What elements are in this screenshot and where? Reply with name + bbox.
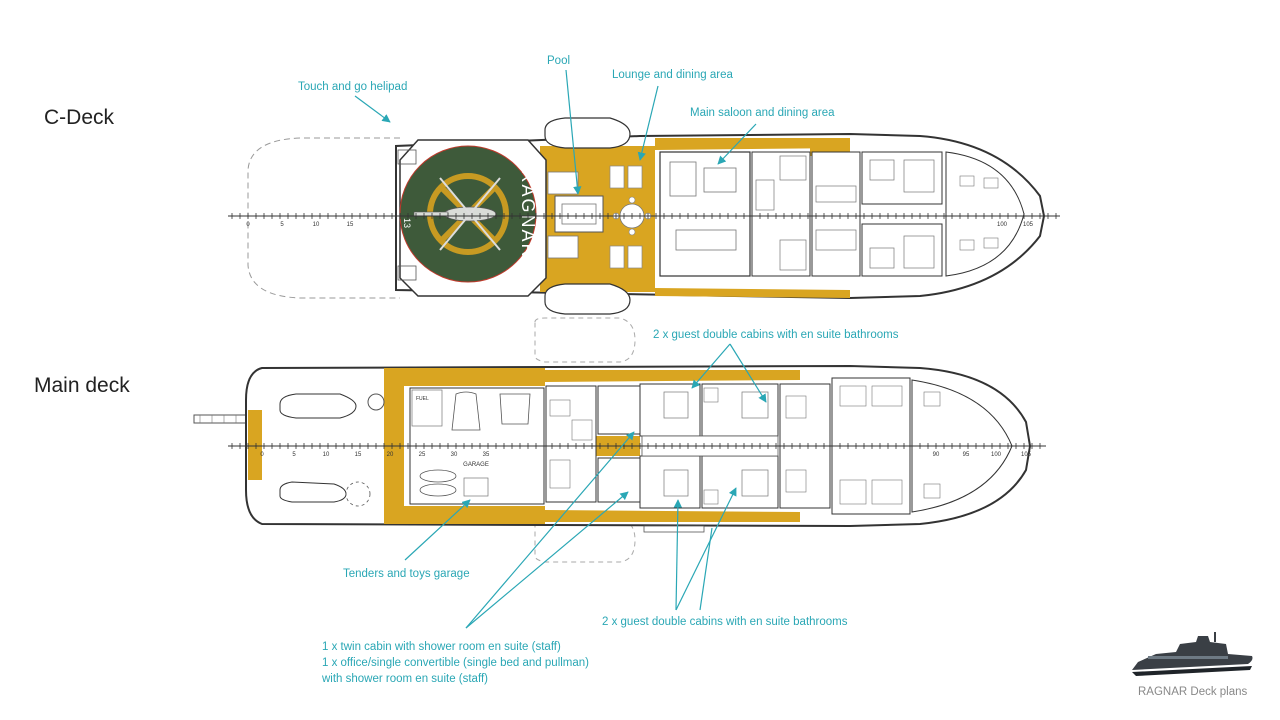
staff-line-2: 1 x office/single convertible (single be… [322, 657, 589, 669]
c-deck-title: C-Deck [44, 106, 115, 129]
main-deck-title: Main deck [34, 374, 130, 397]
c-deck-stern-dashed-outline [247, 137, 400, 299]
c-deck-bow-frame-label: 100 [997, 222, 1008, 228]
main-deck-frame-label: 35 [483, 452, 490, 458]
main-deck-side-walk-top [545, 370, 800, 382]
main-deck-tender-aft [279, 393, 357, 419]
main-deck-frame-label: 5 [292, 452, 296, 458]
main-deck-bow-frame-label: 105 [1021, 452, 1032, 458]
callout-garage: Tenders and toys garage [343, 568, 470, 580]
callout-lines [354, 69, 767, 629]
stern-gangway [193, 414, 247, 424]
callout-cabins-top: 2 x guest double cabins with en suite ba… [653, 329, 899, 341]
guest-cabin-3 [639, 455, 701, 509]
main-deck-garage-walk [384, 368, 545, 524]
main-deck-frame-label: 15 [355, 452, 362, 458]
main-deck-frame-label: 0 [260, 452, 264, 458]
helicopter-icon [413, 177, 501, 251]
c-deck-side-walk-top [655, 138, 850, 150]
yacht-thumbnail [1132, 632, 1253, 676]
main-deck-bow-frame-label: 90 [933, 452, 940, 458]
c-deck-frame-label: 0 [246, 222, 250, 228]
garage-label: GARAGE [463, 462, 489, 468]
main-deck-frame-label: 20 [387, 452, 394, 458]
main-deck-side-walk-bottom [545, 510, 800, 522]
callout-staff-cabins: 1 x twin cabin with shower room en suite… [322, 639, 589, 687]
figure-caption: RAGNAR Deck plans [1138, 686, 1248, 698]
main-deck-rib-aft [279, 481, 347, 503]
c-deck-tender-top [544, 117, 631, 149]
main-deck-stern-strip [248, 410, 262, 480]
callout-saloon: Main saloon and dining area [690, 107, 835, 119]
c-deck-bow-frame-label: 105 [1023, 222, 1034, 228]
c-deck-frame-label: 15 [347, 222, 354, 228]
c-deck-tender-bottom [544, 283, 631, 315]
staff-line-1: 1 x twin cabin with shower room en suite… [322, 641, 561, 653]
main-deck-plan: GARAGE FUEL 0 5 10 15 [193, 364, 1046, 533]
c-deck-side-walk-bottom [655, 288, 850, 298]
main-saloon [659, 151, 751, 277]
main-deck-frame-label: 10 [323, 452, 330, 458]
c-deck-frame-label: 10 [313, 222, 320, 228]
callout-helipad: Touch and go helipad [298, 81, 408, 93]
callout-cabins-bottom: 2 x guest double cabins with en suite ba… [602, 616, 848, 628]
helipad-number: 13 [402, 218, 412, 228]
c-deck-frame-label: 5 [280, 222, 284, 228]
staff-line-3: with shower room en suite (staff) [322, 673, 488, 685]
main-deck-bow-frame-label: 100 [991, 452, 1002, 458]
main-deck-frame-label: 30 [451, 452, 458, 458]
guest-cabin-4 [701, 455, 779, 509]
main-deck-bow-frame-label: 95 [963, 452, 970, 458]
guest-cabin-2 [701, 383, 779, 437]
fuel-label: FUEL [416, 396, 429, 402]
main-deck-frame-label: 25 [419, 452, 426, 458]
callout-pool: Pool [547, 55, 571, 67]
callout-lounge: Lounge and dining area [612, 69, 733, 81]
c-deck-plan: RAGNAR 13 [228, 117, 1060, 315]
